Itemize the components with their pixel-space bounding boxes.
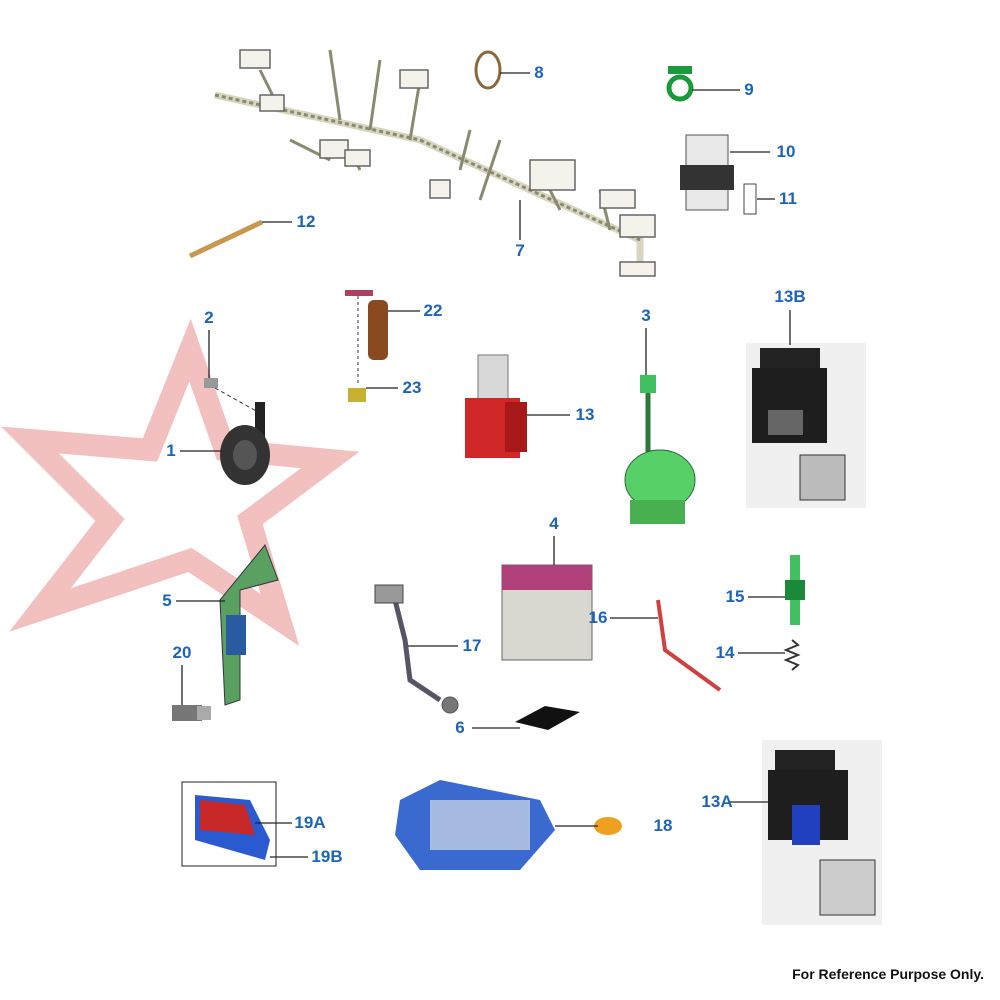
label-19a: 19A bbox=[294, 813, 326, 832]
brown-bracket-part bbox=[345, 290, 388, 402]
label-3: 3 bbox=[641, 306, 651, 325]
long-cable-tie-part bbox=[188, 219, 264, 259]
flasher-relay-13a-part bbox=[762, 740, 882, 925]
red-cable-part bbox=[656, 599, 722, 692]
switch-part bbox=[785, 555, 805, 625]
starter-relay-part bbox=[465, 354, 527, 458]
pad-part bbox=[515, 706, 580, 730]
relay-part bbox=[680, 134, 734, 211]
spring-part bbox=[783, 639, 801, 671]
label-20: 20 bbox=[172, 643, 192, 662]
battery-part bbox=[501, 564, 593, 661]
label-19b: 19B bbox=[311, 847, 343, 866]
clip-part bbox=[666, 66, 694, 102]
bracket-part bbox=[219, 544, 279, 706]
clip-11-part bbox=[743, 183, 757, 215]
label-18: 18 bbox=[653, 816, 673, 835]
label-5: 5 bbox=[162, 591, 172, 610]
label-12: 12 bbox=[296, 212, 316, 231]
label-23: 23 bbox=[402, 378, 422, 397]
label-14: 14 bbox=[715, 643, 735, 662]
bolt-20-part bbox=[172, 705, 211, 721]
label-17: 17 bbox=[462, 636, 482, 655]
label-7: 7 bbox=[515, 241, 525, 260]
watermark-star-icon bbox=[0, 318, 360, 647]
label-13a: 13A bbox=[701, 792, 733, 811]
label-16: 16 bbox=[588, 608, 608, 627]
label-11: 11 bbox=[779, 189, 797, 208]
reference-disclaimer: For Reference Purpose Only. bbox=[792, 966, 984, 982]
label-6: 6 bbox=[455, 718, 465, 737]
horn-part bbox=[204, 378, 270, 485]
headlamp-assembly-part bbox=[395, 780, 555, 870]
bulb-part bbox=[594, 817, 622, 835]
label-15: 15 bbox=[725, 587, 745, 606]
leader-lines bbox=[176, 72, 791, 858]
tail-lamp-part bbox=[181, 781, 277, 867]
label-8: 8 bbox=[534, 63, 544, 82]
green-relay-part bbox=[624, 375, 696, 524]
label-13: 13 bbox=[575, 405, 595, 424]
label-4: 4 bbox=[549, 514, 559, 533]
battery-cable-part bbox=[374, 584, 459, 714]
label-10: 10 bbox=[776, 142, 796, 161]
label-9: 9 bbox=[744, 80, 754, 99]
label-13b: 13B bbox=[774, 287, 806, 306]
wiring-harness-part bbox=[214, 49, 656, 277]
cable-tie-part bbox=[474, 50, 502, 90]
label-1: 1 bbox=[166, 441, 176, 460]
label-22: 22 bbox=[423, 301, 443, 320]
label-2: 2 bbox=[204, 308, 214, 327]
watermark-logo bbox=[0, 318, 360, 647]
flasher-relay-13b-part bbox=[746, 343, 866, 508]
